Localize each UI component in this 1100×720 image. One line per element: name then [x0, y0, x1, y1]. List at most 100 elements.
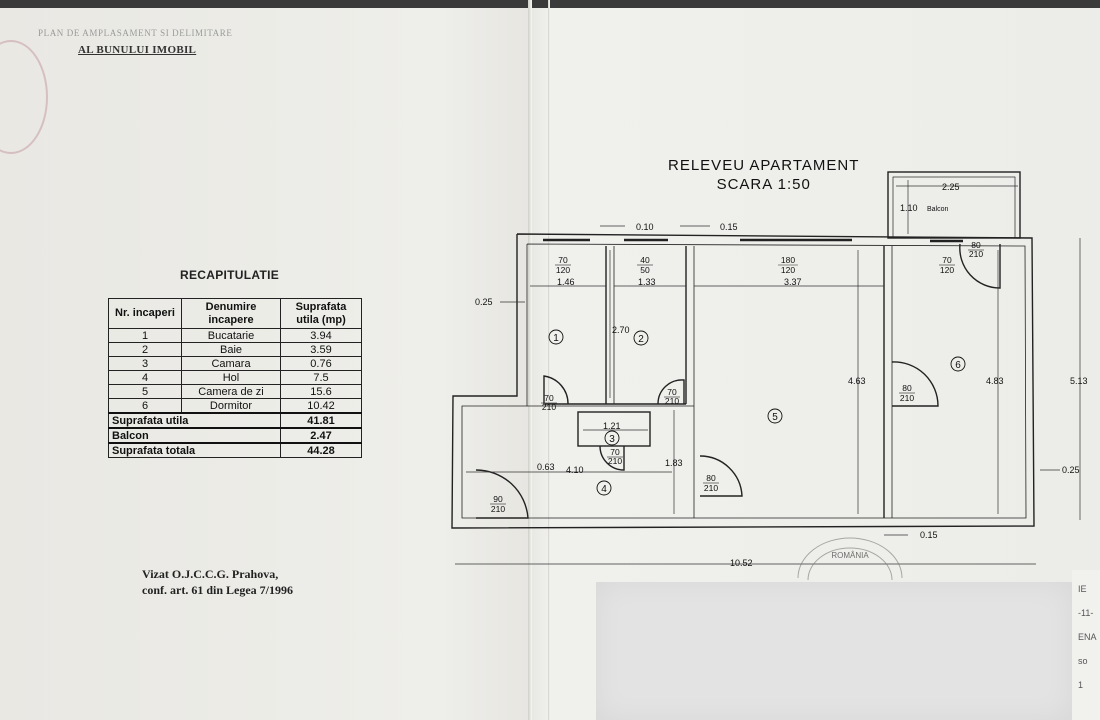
dim-label: 0.15	[920, 530, 938, 540]
opening-top: 70	[667, 387, 677, 397]
stamp-arc	[807, 547, 893, 581]
dim-label: 0.25	[475, 297, 493, 307]
opening-bottom: 210	[665, 396, 679, 406]
opening-top: 70	[942, 255, 952, 265]
official-stamp: ROMÂNIA	[797, 537, 903, 581]
opening-top: 90	[493, 494, 503, 504]
adjacent-page-edge: IE -11- ENA so 1	[1072, 570, 1100, 720]
opening-bottom: 210	[969, 249, 983, 259]
opening-labels: 70 120 40 50 180 120 70 120 80 210 70 21…	[490, 240, 984, 514]
room-4-marker	[596, 480, 612, 496]
room-3-marker	[604, 430, 620, 446]
room-1-marker	[548, 329, 564, 345]
row-name: Camera de zi	[181, 384, 281, 399]
redacted-area	[596, 582, 1072, 720]
paper-fold	[528, 0, 532, 720]
dim-label: 1.83	[665, 458, 683, 468]
dim-label: 4.10	[566, 465, 584, 475]
stamp-arc	[797, 537, 903, 579]
total-value: 44.28	[280, 442, 362, 458]
dim-label: 1.46	[557, 277, 575, 287]
room-number: 2	[638, 334, 644, 345]
plan-scale: SCARA 1:50	[716, 176, 811, 193]
edge-text: ENA	[1078, 632, 1097, 642]
room-number: 5	[772, 412, 778, 423]
dim-label: 0.25	[1062, 465, 1080, 475]
dim-label: 2.25	[942, 182, 960, 192]
edge-text: IE	[1078, 584, 1087, 594]
edge-text: 1	[1078, 680, 1084, 690]
opening-bottom: 50	[640, 265, 650, 275]
opening-top: 80	[971, 240, 981, 250]
row-nr: 5	[108, 384, 182, 399]
edge-text: so	[1078, 656, 1088, 666]
header-nr: Nr. incaperi	[108, 298, 182, 329]
recap-table: Nr. incaperi Denumire incapere Suprafata…	[108, 298, 362, 458]
dim-label: 5.13	[1070, 376, 1088, 386]
edge-text: -11-	[1078, 608, 1094, 618]
dim-label: 0.15	[720, 222, 738, 232]
plan-walls	[451, 171, 1035, 529]
room-markers	[548, 329, 966, 496]
room-number: 6	[955, 360, 961, 371]
table-header-row: Nr. incaperi Denumire incapere Suprafata…	[108, 298, 362, 329]
header-top-line: PLAN DE AMPLASAMENT SI DELIMITARE	[38, 28, 233, 38]
opening-bottom: 210	[542, 402, 556, 412]
opening-top: 70	[610, 447, 620, 457]
room-number: 4	[601, 484, 607, 495]
dim-label: 2.70	[612, 325, 630, 335]
opening-top: 70	[558, 255, 568, 265]
dim-label: 4.63	[848, 376, 866, 386]
room-5-marker	[767, 408, 783, 424]
room-numbers: 1 2 3 4 5 6	[553, 333, 961, 495]
room-6-marker	[950, 356, 966, 372]
room-number: 3	[609, 434, 615, 445]
inner-wall	[461, 243, 1027, 519]
door-bath	[657, 379, 685, 405]
row-area: 15.6	[280, 384, 362, 399]
plan-title-main: RELEVEU APARTAMENT	[668, 157, 860, 174]
approval-note: Vizat O.J.C.C.G. Prahova, conf. art. 61 …	[142, 566, 293, 598]
pantry-outline	[577, 411, 651, 447]
recap-title: RECAPITULATIE	[180, 268, 280, 282]
door-entrance	[475, 469, 529, 519]
dim-label: 1.33	[638, 277, 656, 287]
plan-title: RELEVEU APARTAMENT SCARA 1:50	[668, 156, 859, 194]
background-edge	[0, 0, 1100, 8]
door-living	[699, 455, 743, 497]
dim-label: 0.10	[636, 222, 654, 232]
dim-label: 1.10	[900, 203, 918, 213]
outer-wall	[451, 233, 1035, 529]
door-pantry	[599, 445, 625, 471]
opening-bottom: 120	[556, 265, 570, 275]
dim-label: 0.63	[537, 462, 555, 472]
paper-fold	[548, 0, 550, 720]
stamp-text: ROMÂNIA	[831, 551, 869, 560]
room-number: 1	[553, 333, 559, 344]
door-balcony	[959, 243, 1001, 289]
opening-bottom: 120	[781, 265, 795, 275]
opening-bottom: 210	[491, 504, 505, 514]
dim-label: 10.52	[730, 558, 753, 568]
opening-bottom: 210	[608, 456, 622, 466]
header-subtitle: AL BUNULUI IMOBIL	[78, 44, 197, 56]
door-kitchen	[543, 375, 569, 405]
opening-top: 40	[640, 255, 650, 265]
balcony-label: Balcon	[927, 206, 949, 213]
opening-top: 70	[544, 393, 554, 403]
opening-bottom: 120	[940, 265, 954, 275]
dim-label: 3.37	[784, 277, 802, 287]
opening-bottom: 210	[900, 393, 914, 403]
opening-top: 80	[902, 383, 912, 393]
row-name: Bucatarie	[181, 328, 281, 343]
room-2-marker	[633, 330, 649, 346]
header-area: Suprafata utila (mp)	[280, 298, 362, 329]
dimension-lines	[455, 180, 1081, 565]
approval-line-1: Vizat O.J.C.C.G. Prahova,	[142, 567, 279, 581]
approval-line-2: conf. art. 61 din Legea 7/1996	[142, 583, 293, 597]
opening-top: 180	[781, 255, 795, 265]
opening-top: 80	[706, 473, 716, 483]
